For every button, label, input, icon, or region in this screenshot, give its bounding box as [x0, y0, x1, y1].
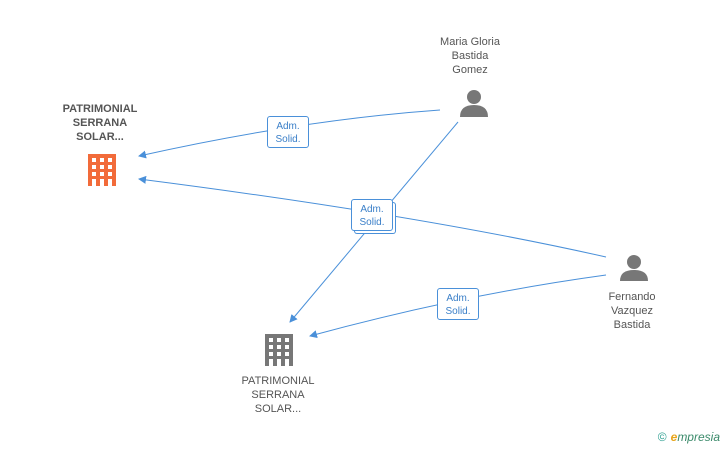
edge-badge-stacked: Adm. Solid. [351, 199, 393, 231]
brand-name: mpresia [677, 430, 720, 444]
person-maria-label[interactable]: Maria Gloria Bastida Gomez [440, 36, 500, 76]
edge-fernando-to-main [138, 175, 607, 258]
person-icon[interactable] [460, 90, 488, 117]
building-icon[interactable] [88, 154, 116, 186]
person-icon[interactable] [620, 255, 648, 281]
copyright-symbol: © [657, 430, 667, 444]
company-secondary-label[interactable]: PATRIMONIAL SERRANA SOLAR... [241, 375, 315, 415]
edge-badge-fernando-secondary: Adm. Solid. [437, 288, 479, 320]
building-icon[interactable] [265, 334, 293, 366]
brand-footer: ©empresia [658, 430, 720, 444]
person-fernando-label[interactable]: Fernando Vazquez Bastida [608, 291, 656, 331]
edge-badge-maria-main: Adm. Solid. [267, 116, 309, 148]
brand-logo-letter: e [670, 430, 678, 444]
company-main-label[interactable]: PATRIMONIAL SERRANA SOLAR... [62, 103, 138, 143]
